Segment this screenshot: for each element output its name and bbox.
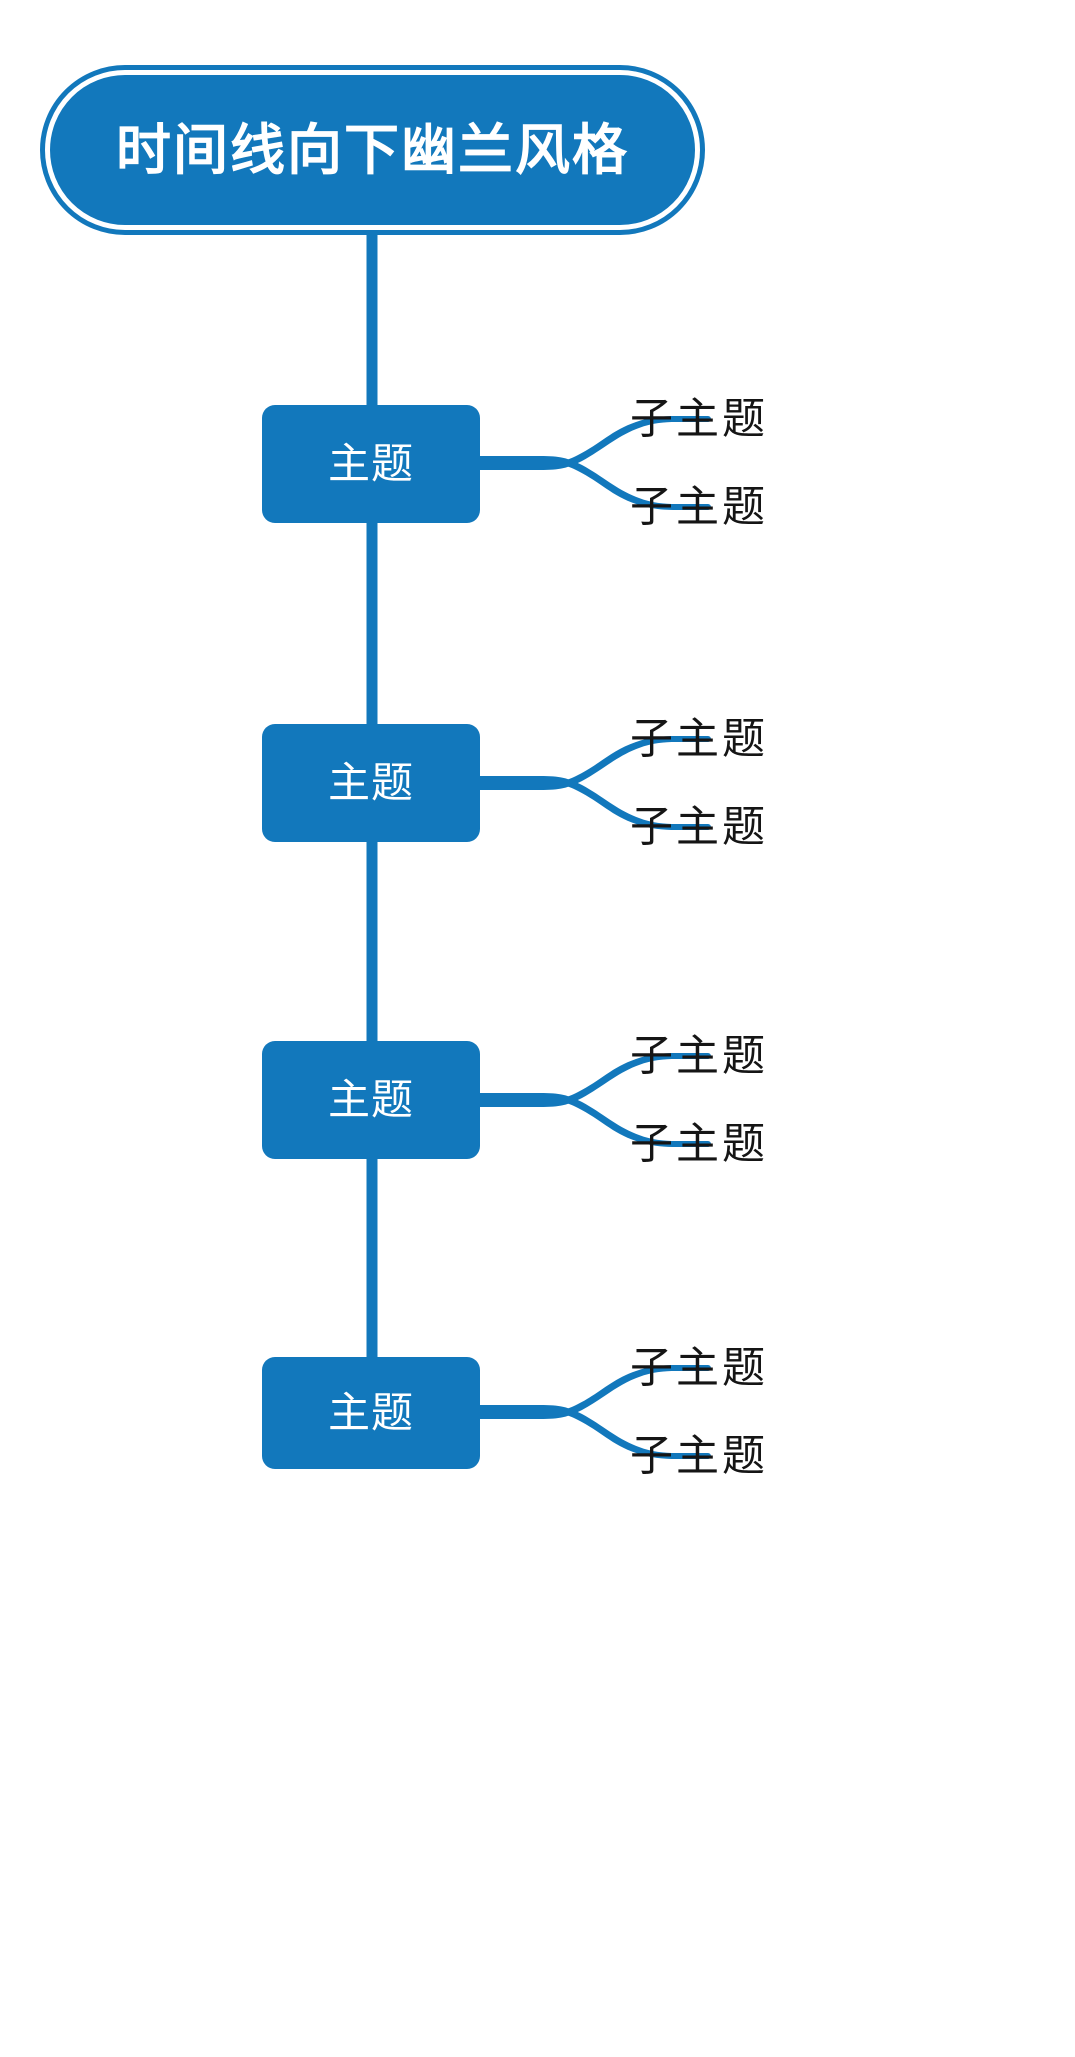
branch-connector-topic-1 xyxy=(478,416,711,510)
subtopic-label-3-2[interactable]: 子主题 xyxy=(630,1121,768,1169)
topic-node-4[interactable]: 主题 xyxy=(262,1357,480,1469)
branch-connector-topic-4 xyxy=(478,1365,711,1459)
topic-node-3-label: 主题 xyxy=(327,1076,414,1123)
root-node[interactable]: 时间线向下幽兰风格 xyxy=(40,65,705,235)
subtopic-label-1-1[interactable]: 子主题 xyxy=(630,396,768,444)
subtopic-label-3-1[interactable]: 子主题 xyxy=(630,1033,768,1081)
topic-node-3[interactable]: 主题 xyxy=(262,1041,480,1159)
subtopic-label-2-1[interactable]: 子主题 xyxy=(630,716,768,764)
branch-connector-topic-2 xyxy=(478,736,711,830)
topic-node-2[interactable]: 主题 xyxy=(262,724,480,842)
subtopic-label-4-2[interactable]: 子主题 xyxy=(630,1433,768,1481)
topic-node-1-label: 主题 xyxy=(327,440,414,487)
subtopic-label-2-2[interactable]: 子主题 xyxy=(630,804,768,852)
topic-node-2-label: 主题 xyxy=(327,759,414,806)
topic-node-4-label: 主题 xyxy=(327,1389,414,1436)
subtopic-label-1-2[interactable]: 子主题 xyxy=(630,484,768,532)
branch-connector-topic-3 xyxy=(478,1053,711,1147)
root-node-label: 时间线向下幽兰风格 xyxy=(115,118,629,181)
topic-node-1[interactable]: 主题 xyxy=(262,405,480,523)
subtopic-label-4-1[interactable]: 子主题 xyxy=(630,1345,768,1393)
